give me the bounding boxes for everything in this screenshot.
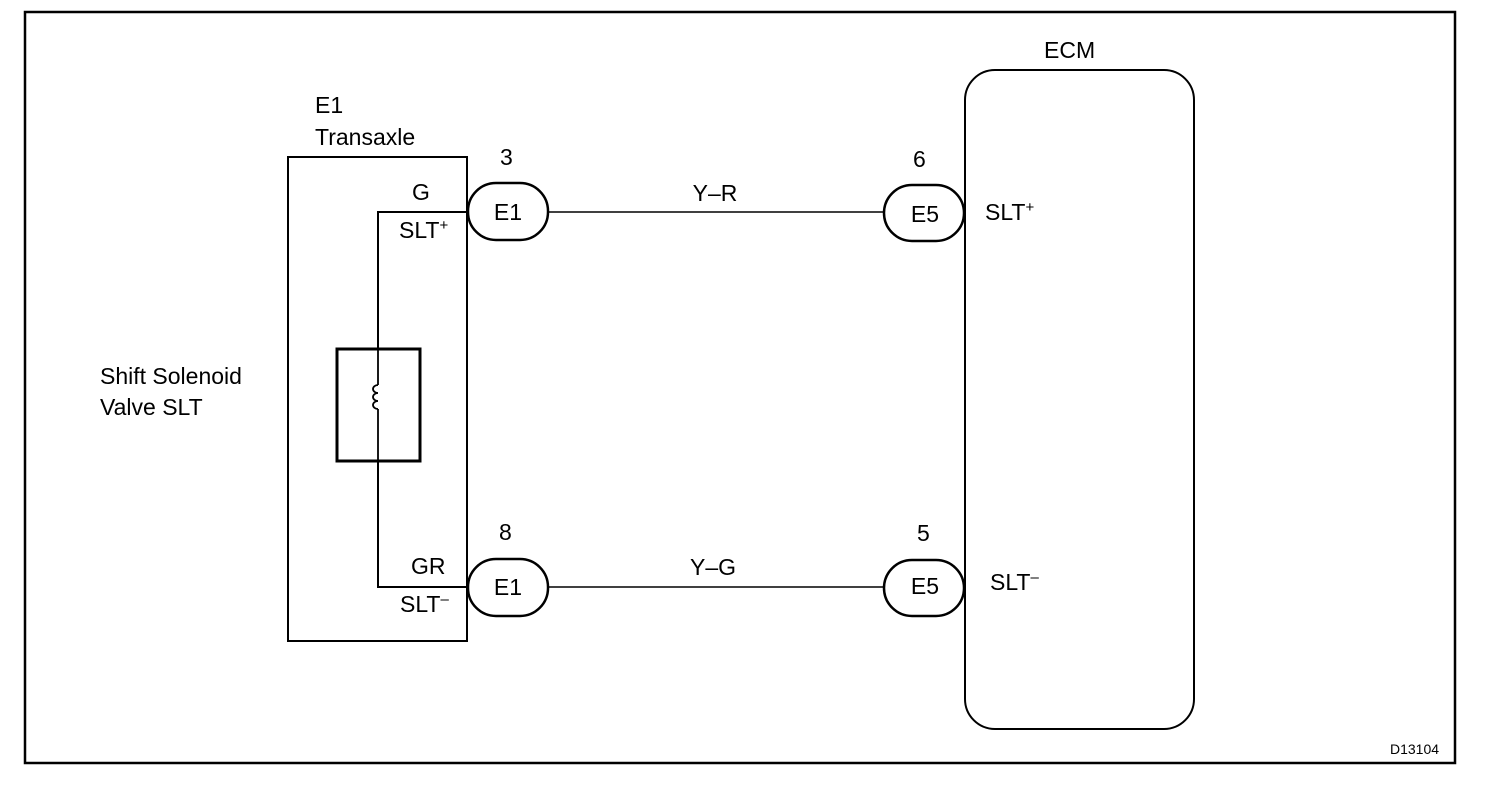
internal-wire-bottom — [377, 460, 470, 588]
terminal-label-ecm-top: SLT+ — [985, 199, 1034, 225]
coil-icon — [372, 350, 379, 460]
terminal-label-ecm-bottom: SLT– — [990, 569, 1039, 595]
connector-label-ecm-top: E5 — [911, 201, 939, 227]
wire-color-label-bottom: Y–G — [690, 554, 736, 580]
pin-number-ecm-bottom: 5 — [917, 520, 930, 546]
connector-label-transaxle-top: E1 — [494, 199, 522, 225]
pin-number-transaxle-top: 3 — [500, 144, 513, 170]
connector-ecm-bottom — [882, 558, 966, 618]
connector-label-ecm-bottom: E5 — [911, 573, 939, 599]
wire-color-transaxle-bottom: GR — [411, 553, 446, 579]
terminal-label-transaxle-bottom: SLT– — [400, 591, 449, 617]
pin-number-ecm-top: 6 — [913, 146, 926, 172]
diagram-frame — [23, 10, 1457, 765]
ecm-box — [964, 69, 1195, 730]
solenoid-label-line1: Shift Solenoid — [100, 363, 242, 389]
figure-id: D13104 — [1390, 741, 1439, 757]
connector-label-transaxle-bottom: E1 — [494, 574, 522, 600]
transaxle-box — [287, 156, 468, 642]
wire-color-label-top: Y–R — [693, 180, 738, 206]
pin-number-transaxle-bottom: 8 — [499, 519, 512, 545]
connector-ecm-top — [882, 183, 966, 243]
ecm-title: ECM — [1044, 37, 1095, 63]
wire-color-transaxle-top: G — [412, 179, 430, 205]
transaxle-code: E1 — [315, 92, 343, 118]
internal-wire-top — [377, 211, 470, 350]
solenoid-label-line2: Valve SLT — [100, 394, 203, 420]
transaxle-name: Transaxle — [315, 124, 415, 150]
terminal-label-transaxle-top: SLT+ — [399, 217, 448, 243]
solenoid-box — [335, 347, 422, 463]
